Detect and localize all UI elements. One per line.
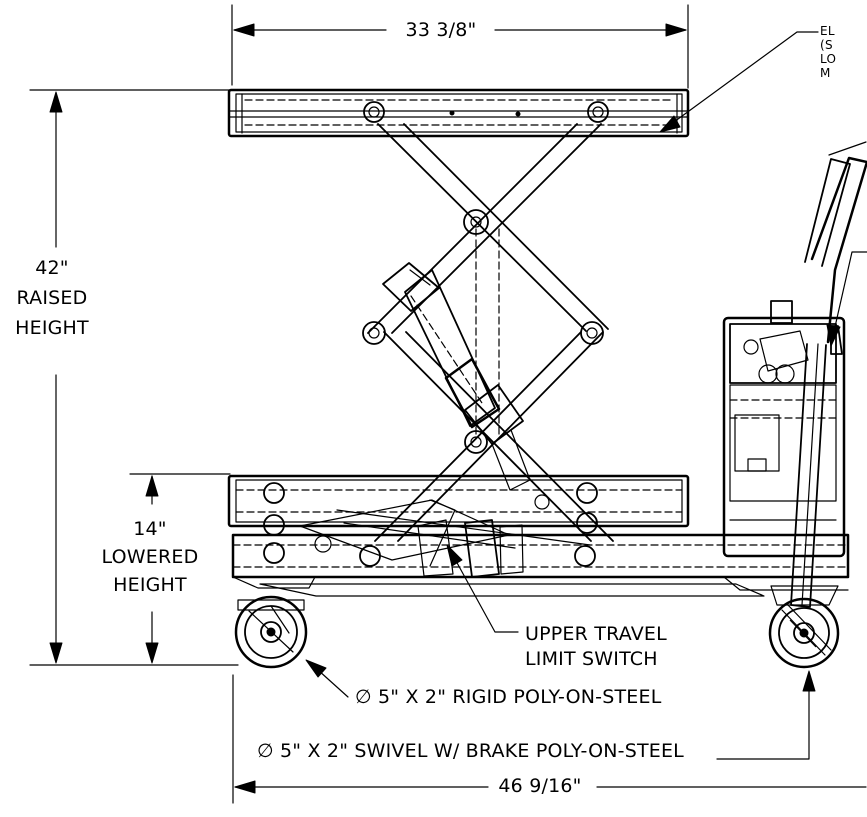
top-right-note-line-3: LO <box>820 52 837 66</box>
swivel-caster-label: ∅ 5" X 2" SWIVEL W/ BRAKE POLY-ON-STEEL <box>257 740 684 762</box>
raised-height-text-2: HEIGHT <box>15 317 89 339</box>
raised-height-value: 42" <box>35 257 69 279</box>
swivel-wheel <box>768 585 840 669</box>
top-width-label: 33 3/8" <box>405 19 477 41</box>
lowered-height-value: 14" <box>133 518 167 540</box>
handle <box>790 141 867 608</box>
top-right-note: EL (S LO M <box>820 24 836 80</box>
lower-platform <box>227 474 690 567</box>
scissor-arms <box>362 123 614 542</box>
raised-height-label: 42" RAISED HEIGHT <box>15 253 89 343</box>
brake-detail <box>789 619 817 648</box>
upper-limit-switch-line-2: LIMIT SWITCH <box>525 648 658 670</box>
upper-limit-switch-line-1: UPPER TRAVEL <box>525 623 667 645</box>
lowered-height-text-2: HEIGHT <box>113 574 187 596</box>
actuator <box>382 262 531 491</box>
rigid-wheel <box>234 595 308 669</box>
chassis <box>231 519 850 597</box>
upper-platform <box>227 88 690 138</box>
lowered-height-label: 14" LOWERED HEIGHT <box>102 515 199 599</box>
control-box <box>722 300 846 558</box>
top-right-note-line-1: EL <box>820 24 835 38</box>
top-right-note-line-4: M <box>820 66 831 80</box>
lowered-height-text-1: LOWERED <box>101 546 199 568</box>
upper-limit-switch-label: UPPER TRAVEL LIMIT SWITCH <box>525 622 667 672</box>
top-right-note-line-2: (S <box>820 38 833 52</box>
rigid-caster-label: ∅ 5" X 2" RIGID POLY-ON-STEEL <box>355 686 662 708</box>
raised-height-text-1: RAISED <box>16 287 88 309</box>
bottom-length-label: 46 9/16" <box>498 775 582 797</box>
dimension-lines <box>29 4 867 804</box>
